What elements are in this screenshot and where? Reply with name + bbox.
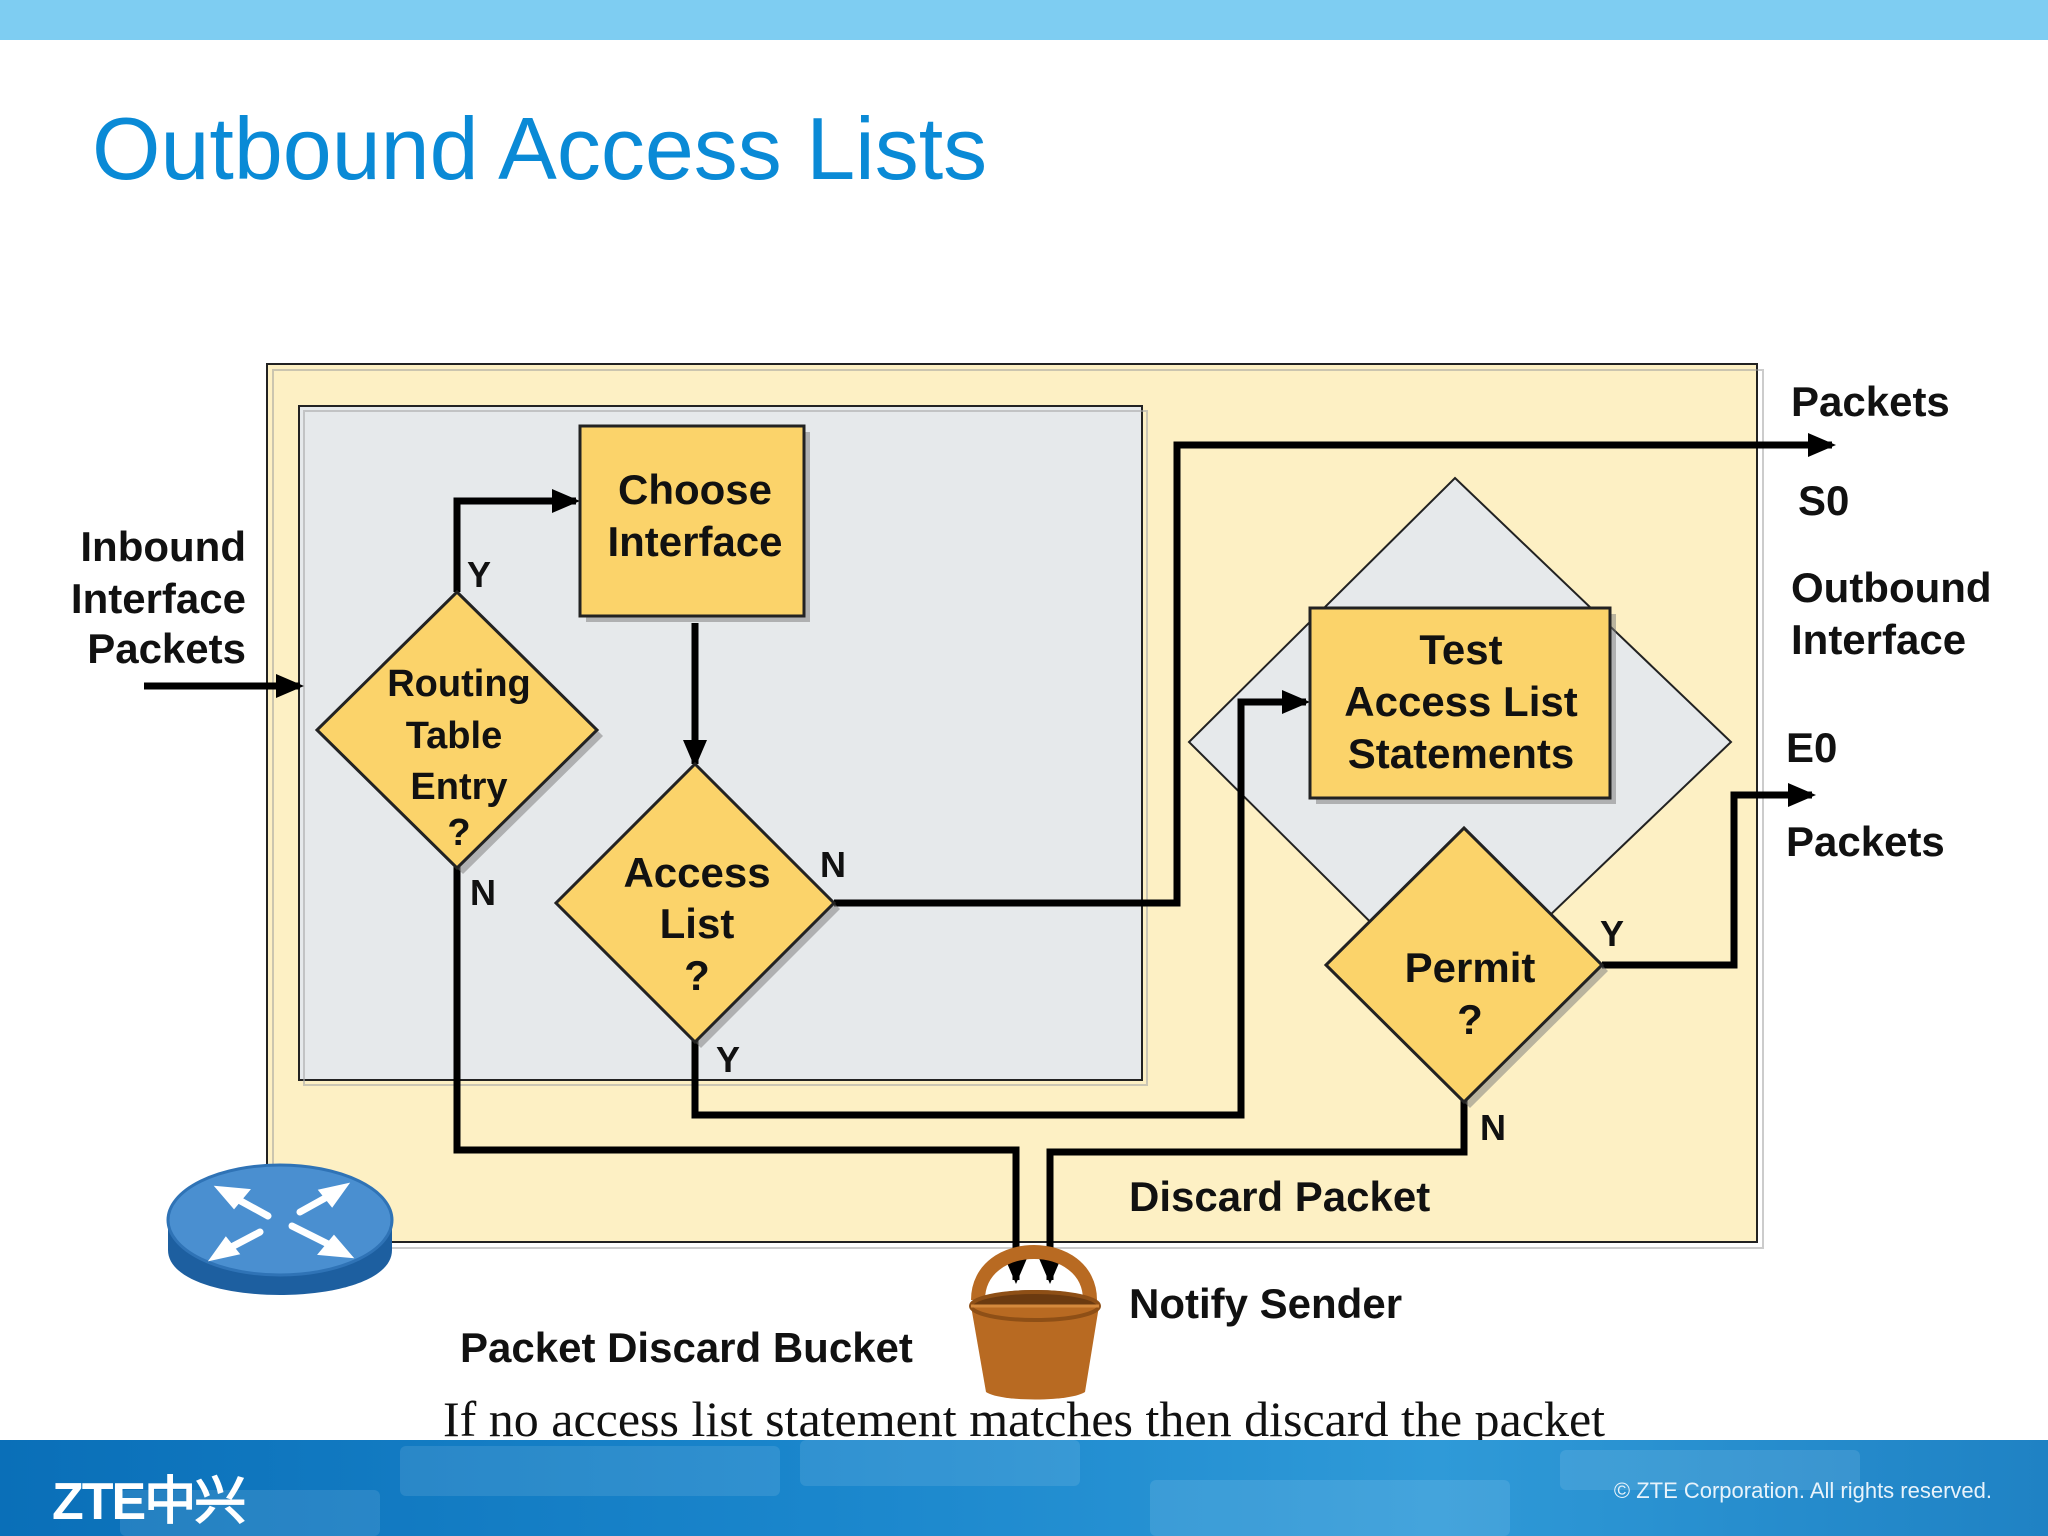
permit-no-to-bucket-arrow bbox=[1038, 1100, 1468, 1284]
inbound-line2: Interface bbox=[71, 575, 246, 622]
bucket-label: Packet Discard Bucket bbox=[460, 1324, 913, 1371]
access-line2: List bbox=[660, 900, 735, 947]
access-line1: Access bbox=[623, 849, 770, 896]
permit-yes-label: Y bbox=[1600, 913, 1624, 954]
copyright-text: © ZTE Corporation. All rights reserved. bbox=[1613, 1478, 1992, 1503]
permit-no-label: N bbox=[1480, 1107, 1506, 1148]
slide-caption: If no access list statement matches then… bbox=[442, 1391, 1606, 1447]
routing-yes-label: Y bbox=[467, 554, 491, 595]
routing-line1: Routing bbox=[387, 663, 531, 705]
routing-no-to-bucket-arrow bbox=[453, 866, 1028, 1284]
router-icon bbox=[166, 1163, 394, 1295]
e0-label: E0 bbox=[1786, 724, 1837, 771]
discard-packet-label: Discard Packet bbox=[1129, 1173, 1430, 1220]
routing-no-label: N bbox=[470, 872, 496, 913]
access-yes-label: Y bbox=[716, 1039, 740, 1080]
notify-sender-label: Notify Sender bbox=[1129, 1280, 1402, 1327]
routing-line3: Entry bbox=[410, 766, 507, 808]
access-line3: ? bbox=[684, 952, 710, 999]
permit-diamond bbox=[1323, 825, 1605, 1105]
choose-interface-line2: Interface bbox=[607, 518, 782, 565]
access-list-diamond bbox=[553, 761, 837, 1045]
access-no-label: N bbox=[820, 844, 846, 885]
slide-title: Outbound Access Lists bbox=[92, 99, 988, 198]
access-yes-to-test-arrow bbox=[691, 690, 1310, 1119]
permit-line1: Permit bbox=[1405, 944, 1536, 991]
test-statements-box bbox=[1308, 606, 1612, 800]
outbound-line2: Interface bbox=[1791, 616, 1966, 663]
inbound-line3: Packets bbox=[87, 625, 246, 672]
routing-table-diamond bbox=[314, 589, 600, 871]
choose-interface-box bbox=[578, 424, 806, 618]
routing-line2: Table bbox=[406, 715, 502, 757]
permit-yes-to-e0-arrow bbox=[1602, 783, 1816, 969]
packets-bottom-label: Packets bbox=[1786, 818, 1945, 865]
s0-label: S0 bbox=[1798, 477, 1849, 524]
test-line1: Test bbox=[1419, 626, 1502, 673]
permit-line2: ? bbox=[1457, 996, 1483, 1043]
top-accent-bar bbox=[0, 0, 2048, 40]
outbound-line1: Outbound bbox=[1791, 564, 1992, 611]
packets-top-label: Packets bbox=[1791, 378, 1950, 425]
footer-bar bbox=[0, 1440, 2048, 1536]
test-line3: Statements bbox=[1348, 730, 1574, 777]
zte-logo: ZTE中兴 bbox=[52, 1473, 246, 1531]
test-line2: Access List bbox=[1344, 678, 1577, 725]
choose-interface-line1: Choose bbox=[618, 466, 772, 513]
routing-yes-arrow bbox=[453, 489, 580, 592]
inbound-line1: Inbound bbox=[80, 523, 246, 570]
access-no-to-s0-arrow bbox=[834, 433, 1836, 907]
discard-bucket-icon bbox=[969, 1245, 1101, 1400]
routing-line4: ? bbox=[447, 812, 470, 854]
